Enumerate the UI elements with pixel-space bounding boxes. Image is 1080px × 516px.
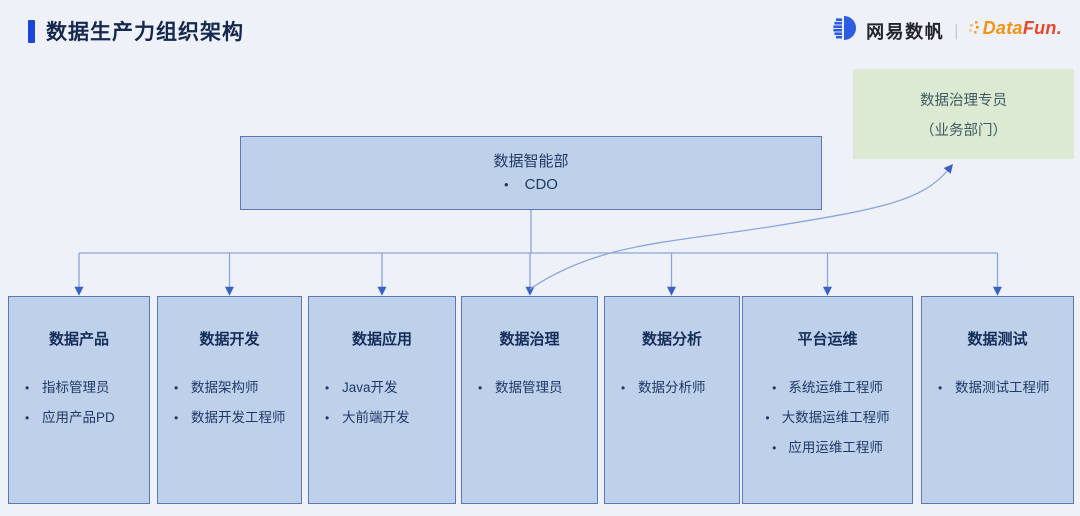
dept-role: 应用运维工程师: [747, 433, 908, 463]
dept-title: 数据产品: [48, 331, 109, 348]
dept-role: 数据测试工程师: [936, 373, 1067, 403]
advisor-line1: 数据治理专员: [920, 92, 1007, 109]
datafun-dots-icon: [968, 18, 981, 43]
dept-role-list: Java开发 大前端开发: [309, 373, 455, 433]
netease-logo-text: 网易数帆: [866, 21, 945, 42]
dept-role-list: 数据架构师 数据开发工程师: [158, 373, 301, 433]
dept-role: 数据管理员: [476, 373, 591, 403]
dept-title: 数据开发: [199, 331, 260, 348]
dept-role: 大前端开发: [323, 403, 449, 433]
dept-title: 平台运维: [797, 331, 858, 348]
logo-separator: |: [954, 20, 959, 40]
dept-box-data-analysis: 数据分析 数据分析师: [604, 296, 740, 504]
dept-box-data-governance: 数据治理 数据管理员: [461, 296, 598, 504]
dept-box-data-product: 数据产品 指标管理员 应用产品PD: [8, 296, 150, 504]
advisor-line2: （业务部门）: [920, 122, 1007, 139]
dept-box-data-testing: 数据测试 数据测试工程师: [921, 296, 1074, 504]
dept-role: 数据架构师: [172, 373, 295, 403]
dept-title: 数据应用: [351, 331, 412, 348]
page-title: 数据生产力组织架构: [46, 21, 244, 44]
dept-box-platform-ops: 平台运维 系统运维工程师 大数据运维工程师 应用运维工程师: [742, 296, 913, 504]
netease-shufan-logo: 网易数帆: [833, 15, 944, 46]
dept-title: 数据治理: [499, 331, 560, 348]
dept-role: 数据分析师: [619, 373, 733, 403]
dept-box-data-development: 数据开发 数据架构师 数据开发工程师: [157, 296, 302, 504]
dept-box-data-application: 数据应用 Java开发 大前端开发: [308, 296, 456, 504]
dept-role-list: 指标管理员 应用产品PD: [9, 373, 149, 433]
slide-header: 数据生产力组织架构: [28, 16, 244, 46]
dept-role: 大数据运维工程师: [747, 403, 908, 433]
dept-role: 数据开发工程师: [172, 403, 295, 433]
dept-role-list: 数据分析师: [605, 373, 739, 403]
netease-logo-icon: [833, 15, 859, 46]
title-accent-bar: [28, 19, 35, 43]
dept-role: 应用产品PD: [23, 403, 143, 433]
org-root-title: 数据智能部: [493, 152, 569, 170]
dept-role: 指标管理员: [23, 373, 143, 403]
dept-role: 系统运维工程师: [747, 373, 908, 403]
dept-role: Java开发: [323, 373, 449, 403]
dept-role-list: 系统运维工程师 大数据运维工程师 应用运维工程师: [743, 373, 912, 463]
dept-title: 数据测试: [967, 331, 1028, 348]
logo-area: 网易数帆 | DataFun.: [833, 15, 1062, 46]
dept-role-list: 数据测试工程师: [922, 373, 1073, 403]
datafun-logo-text: DataFun.: [982, 18, 1062, 38]
advisor-box: 数据治理专员 （业务部门）: [853, 69, 1074, 159]
org-root-box: 数据智能部 CDO: [240, 136, 822, 210]
dept-title: 数据分析: [641, 331, 702, 348]
datafun-logo: DataFun.: [968, 18, 1062, 43]
org-root-role: CDO: [504, 176, 558, 194]
dept-role-list: 数据管理员: [462, 373, 597, 403]
